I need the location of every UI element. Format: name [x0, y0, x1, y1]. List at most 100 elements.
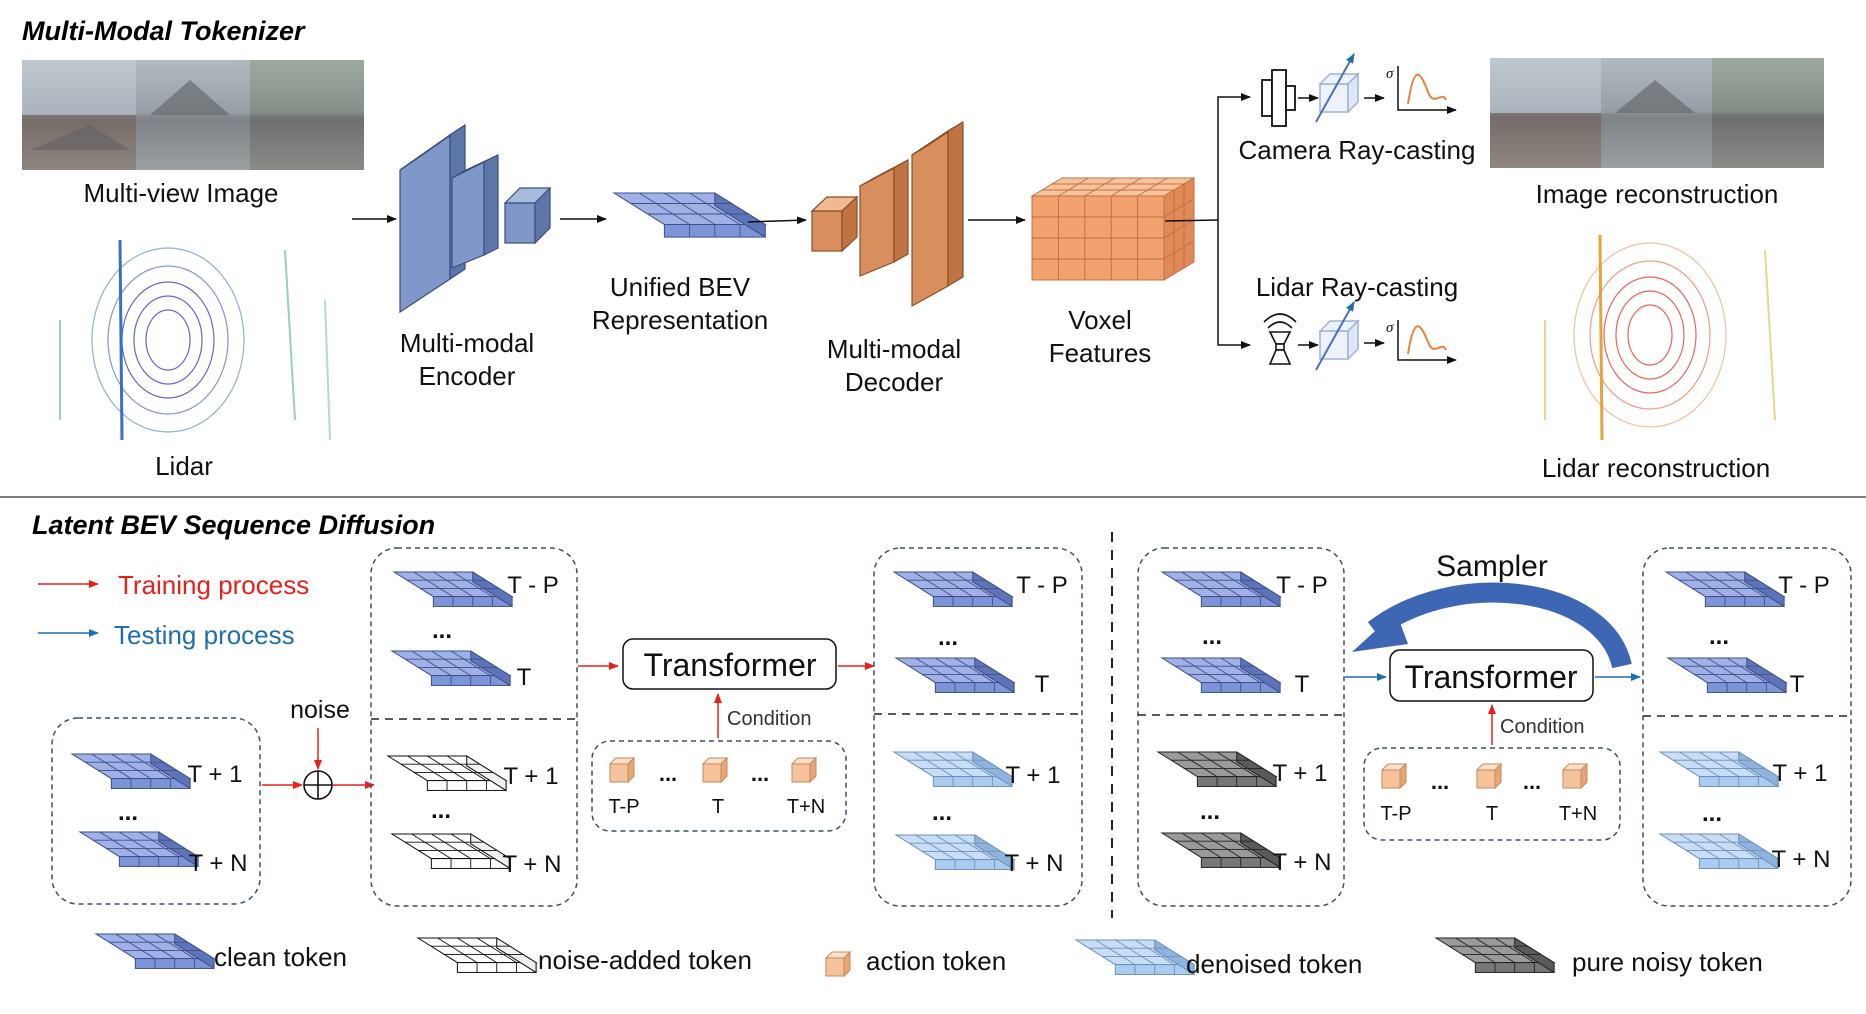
train-label-t-plus-n: T + N — [503, 851, 562, 878]
transformer-train-label: Transformer — [643, 647, 816, 683]
input-ellipsis: ... — [118, 799, 138, 826]
action-token-train-t-minus-p — [608, 756, 636, 784]
test-out-label-t-plus-1: T + 1 — [1773, 760, 1828, 787]
train-token-t-minus-p — [392, 571, 514, 608]
sampler-arrow-head — [1352, 612, 1408, 652]
legend-clean-token — [94, 933, 216, 970]
camera-icon — [1261, 69, 1296, 127]
action-label-train-t: T — [712, 796, 724, 818]
action-token-box-test — [1363, 747, 1621, 841]
lidar-sensor-icon — [1263, 313, 1297, 365]
test-out-label-t-plus-n: T + N — [1772, 846, 1831, 873]
training-output-box — [873, 547, 1083, 907]
condition-label-test: Condition — [1500, 716, 1585, 738]
legend-noise-added-label: noise-added token — [538, 945, 752, 975]
action-ellipsis-train-1: ... — [659, 761, 677, 786]
action-label-test-t-plus-n: T+N — [1559, 803, 1597, 825]
action-token-test-t-plus-n — [1561, 762, 1589, 790]
lidar-reconstruction — [1544, 234, 1776, 441]
lidar-raycast-label: Lidar Ray-casting — [1256, 272, 1458, 302]
legend-pure-noisy-label: pure noisy token — [1572, 947, 1763, 977]
test-out-token-denoised-t-plus-1 — [1658, 751, 1780, 788]
arrow-bev-to-decoder — [747, 216, 807, 225]
legend-clean-label: clean token — [214, 942, 347, 972]
testing-sequence-box — [1137, 547, 1345, 907]
multiview-image — [22, 60, 364, 170]
test-out-ellipsis-bottom: ... — [1702, 800, 1722, 827]
decoder-blocks — [810, 120, 964, 308]
image-reconstruction — [1490, 58, 1824, 168]
out-token-t-minus-p — [892, 571, 1014, 608]
legend-noise-added-token — [416, 937, 538, 974]
transformer-test — [1389, 649, 1594, 702]
action-ellipsis-train-2: ... — [751, 761, 769, 786]
voxel-label-line1: Voxel — [1068, 305, 1132, 335]
legend-denoised-token — [1074, 939, 1196, 976]
action-label-test-t: T — [1486, 803, 1498, 825]
encoder-label-line1: Multi-modal — [400, 328, 534, 358]
action-token-box-train — [591, 740, 847, 832]
action-ellipsis-test-2: ... — [1523, 769, 1541, 794]
out-label-t-plus-1: T + 1 — [1006, 762, 1061, 789]
lidar-label: Lidar — [155, 451, 213, 481]
test-out-label-t-minus-p: T - P — [1778, 572, 1830, 599]
voxel-label-line2: Features — [1049, 338, 1152, 368]
training-process-label: Training process — [118, 570, 309, 600]
transformer-train — [622, 638, 837, 690]
train-label-t: T — [517, 664, 532, 691]
train-token-noised-t-plus-n — [390, 833, 512, 870]
testing-process-label: Testing process — [114, 620, 295, 650]
legend-action-token — [824, 950, 852, 978]
action-token-train-t-plus-n — [790, 756, 818, 784]
bev-label-line1: Unified BEV — [610, 272, 751, 302]
bev-label-line2: Representation — [592, 305, 768, 335]
input-token-t-plus-1 — [70, 753, 192, 790]
lidar-pointcloud — [59, 239, 331, 441]
testing-output-box — [1642, 547, 1852, 907]
action-token-test-t — [1475, 762, 1503, 790]
input-label-t-plus-1: T + 1 — [188, 761, 243, 788]
test-out-label-t: T — [1790, 671, 1805, 698]
input-token-t-plus-n — [78, 831, 200, 868]
out-ellipsis-top: ... — [938, 624, 958, 651]
noise-label: noise — [290, 696, 350, 724]
legend-denoised-label: denoised token — [1186, 949, 1362, 979]
encoder-blocks — [399, 123, 552, 314]
out-ellipsis-bottom: ... — [932, 799, 952, 826]
out-label-t: T — [1035, 671, 1050, 698]
test-out-token-t — [1666, 657, 1788, 694]
condition-label-train: Condition — [727, 708, 812, 730]
multiview-image-label: Multi-view Image — [83, 178, 278, 208]
transformer-test-label: Transformer — [1404, 659, 1577, 695]
decoder-label-line2: Decoder — [845, 367, 944, 397]
test-token-t — [1160, 657, 1282, 694]
sigma-label-camera: σ — [1386, 66, 1394, 82]
action-label-test-t-minus-p: T-P — [1380, 803, 1411, 825]
train-ellipsis-top: ... — [432, 617, 452, 644]
density-plot-camera: σ — [1386, 66, 1457, 114]
test-label-t-plus-n: T + N — [1273, 849, 1332, 876]
train-ellipsis-bottom: ... — [431, 797, 451, 824]
image-reconstruction-label: Image reconstruction — [1536, 179, 1779, 209]
tokenizer-section-title: Multi-Modal Tokenizer — [22, 16, 306, 46]
test-out-token-denoised-t-plus-n — [1658, 833, 1780, 870]
training-sequence-box — [370, 547, 578, 907]
test-token-noisy-t-plus-1 — [1156, 751, 1278, 788]
train-label-t-minus-p: T - P — [507, 572, 559, 599]
sampler-label: Sampler — [1436, 550, 1548, 583]
test-ellipsis-bottom: ... — [1200, 798, 1220, 825]
camera-ray-cube-icon — [1315, 53, 1360, 123]
sampler-loop-arrow — [1367, 582, 1632, 669]
action-token-train-t — [701, 756, 729, 784]
train-token-noised-t-plus-1 — [386, 755, 508, 792]
test-token-noisy-t-plus-n — [1160, 832, 1282, 869]
test-label-t: T — [1295, 671, 1310, 698]
density-plot-lidar: σ — [1386, 320, 1457, 364]
camera-raycast-label: Camera Ray-casting — [1239, 135, 1476, 165]
train-token-t — [390, 650, 512, 687]
out-label-t-minus-p: T - P — [1016, 572, 1068, 599]
out-token-denoised-t-plus-n — [894, 834, 1016, 871]
lidar-reconstruction-label: Lidar reconstruction — [1542, 453, 1770, 483]
encoder-label-line2: Encoder — [419, 361, 516, 391]
